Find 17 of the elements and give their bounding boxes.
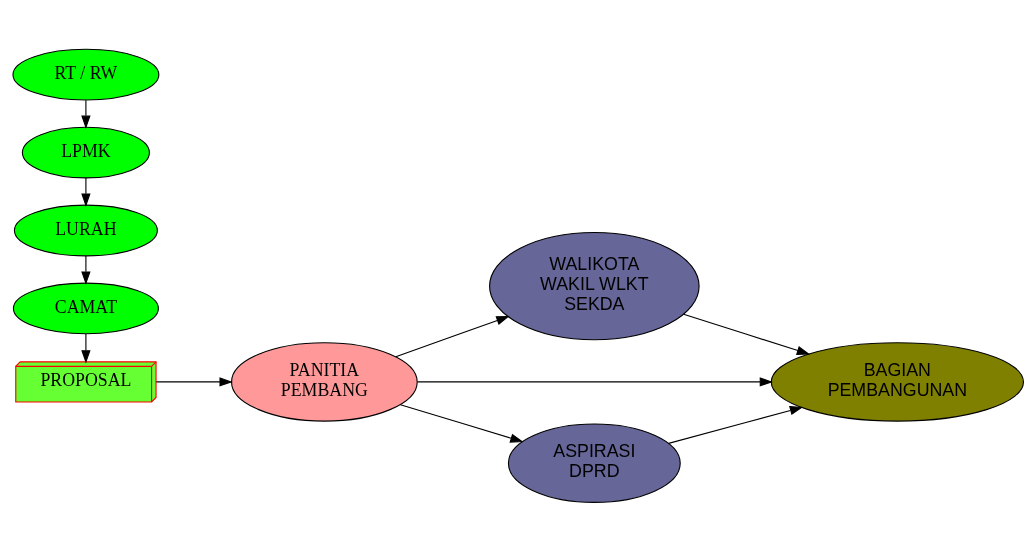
arrow <box>399 403 524 443</box>
arrow <box>81 332 91 363</box>
arrow <box>683 313 811 355</box>
arrow <box>395 315 510 357</box>
node-ellipse: PANITIA PEMBANG <box>231 341 418 422</box>
node-ellipse: RT / RW <box>12 48 160 101</box>
arrow <box>155 376 233 387</box>
node-ellipse: LPMK <box>21 126 150 178</box>
arrow <box>81 254 91 285</box>
arrow <box>81 99 91 129</box>
node-ellipse: CAMAT <box>12 282 159 334</box>
arrow <box>81 177 91 207</box>
node-ellipse: BAGIAN PEMBANGUNAN <box>770 341 1024 422</box>
node-ellipse: WALIKOTA WAKIL WLKT SEKDA <box>489 231 700 340</box>
arrow <box>668 405 804 444</box>
arrow <box>416 376 774 387</box>
node-ellipse: LURAH <box>13 204 158 256</box>
